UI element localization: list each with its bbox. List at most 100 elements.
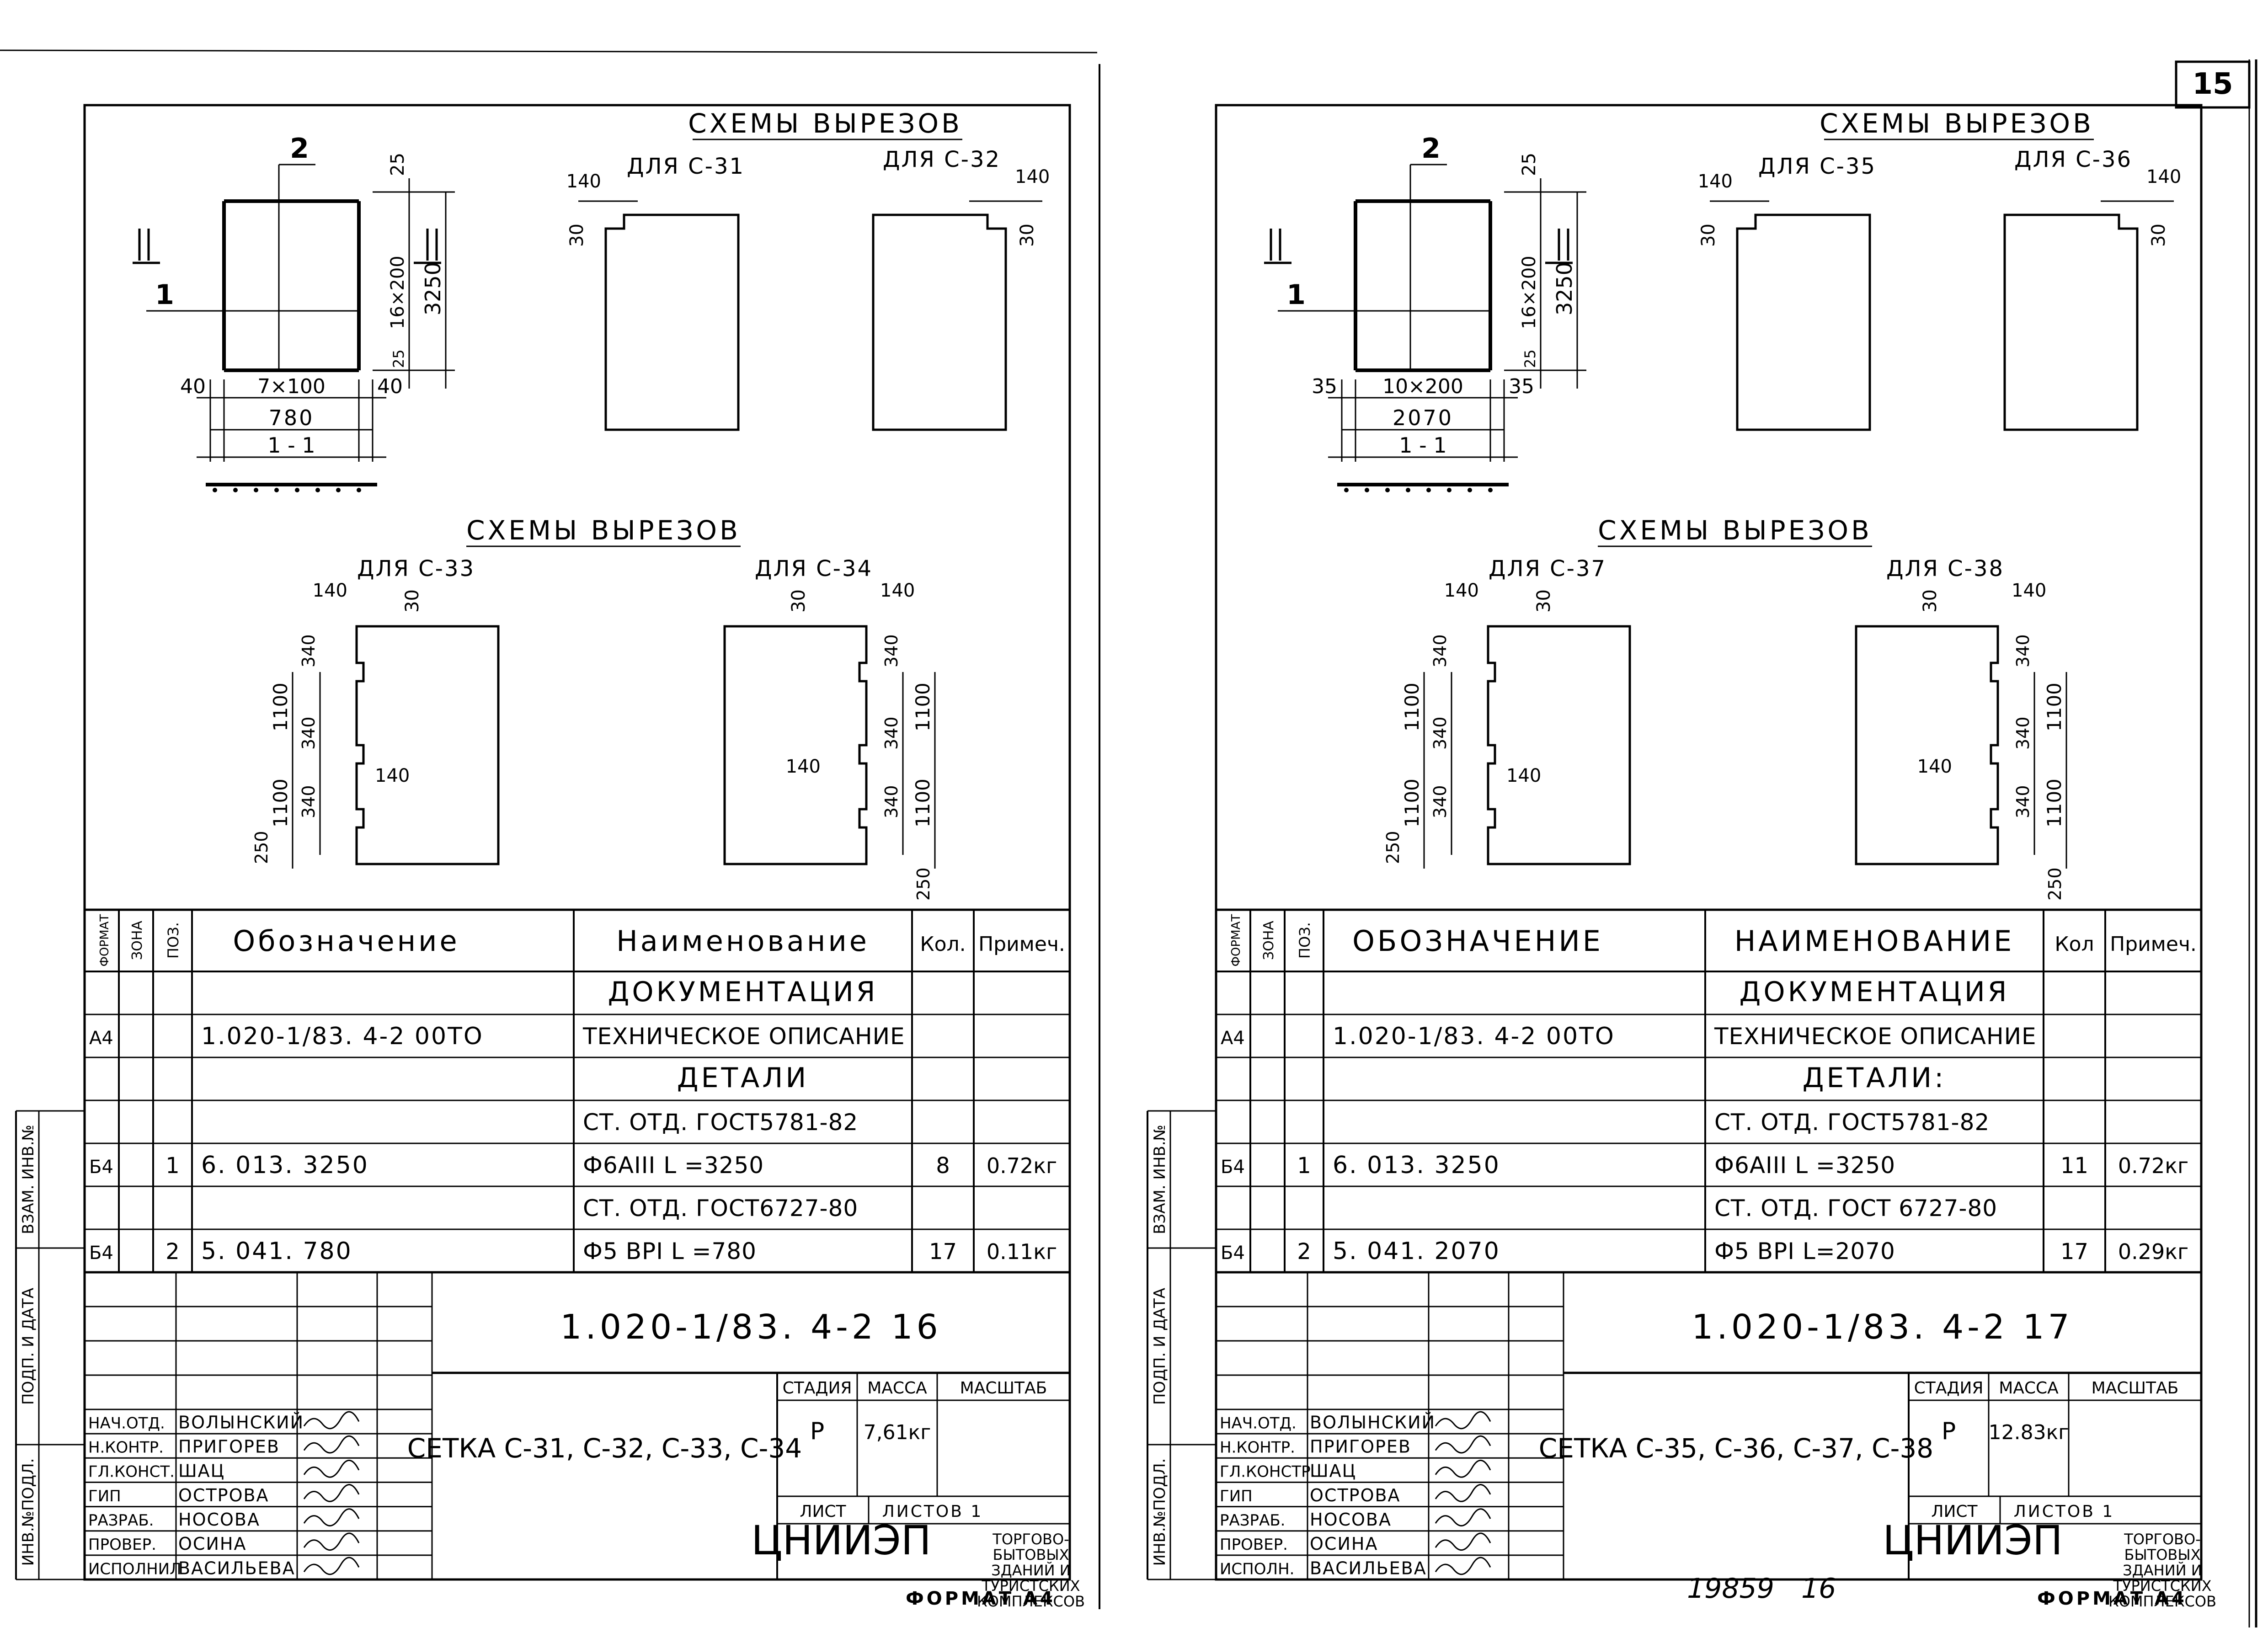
dim-left: 35	[1312, 375, 1337, 398]
cutout-c-dim-1100b: 1100	[269, 779, 292, 827]
org-subtitle: ЗДАНИЙ И	[2123, 1562, 2202, 1579]
signature-scribble	[1435, 1508, 1491, 1526]
signer-name: ВАСИЛЬЕВА	[178, 1558, 295, 1578]
cutout-plate-d	[723, 625, 868, 865]
table-cell-note: 0.72кг	[2118, 1153, 2188, 1178]
cutout-b-dim-h: 30	[1017, 224, 1038, 247]
table-header-zone: ЗОНА	[1261, 921, 1277, 960]
dim-16x200: 16×200	[387, 256, 408, 329]
org-subtitle: ТУРИСТСКИХ	[981, 1577, 1080, 1595]
signer-role: Н.КОНТР.	[1220, 1439, 1295, 1457]
cutout-label-c: ДЛЯ С-33	[357, 556, 475, 582]
cutout-label-b: ДЛЯ С-36	[2014, 147, 2132, 172]
section-dot	[1447, 488, 1452, 492]
dim-3250: 3250	[421, 262, 445, 315]
signer-role: Н.КОНТР.	[88, 1439, 164, 1457]
cutout-plate-b	[872, 213, 1007, 431]
cutout-c-dim-1100a: 1100	[269, 683, 292, 731]
cutout-plate-c	[1487, 625, 1631, 865]
cutout-c-dim-340a: 340	[299, 634, 319, 667]
sheets-count-label: ЛИСТОВ 1	[882, 1502, 983, 1521]
cutout-a-dim-w: 140	[566, 171, 601, 192]
table-cell-format: Б4	[89, 1157, 113, 1178]
signature-scribble	[1435, 1459, 1491, 1478]
sheet-number-box: 15	[2175, 60, 2251, 109]
section-dot	[295, 488, 299, 492]
cutout-d-dim-140: 140	[1917, 756, 1952, 777]
cutout-b-dim-w: 140	[1015, 166, 1050, 187]
signer-role: ГЛ.КОНСТР.	[1220, 1463, 1315, 1481]
signer-name: ОСИНА	[178, 1534, 246, 1554]
signer-role: ИСПОЛНИЛ	[88, 1560, 181, 1578]
signer-name: ОСТРОВА	[1310, 1485, 1401, 1505]
cutout-d-dim-140: 140	[786, 756, 821, 777]
dim-mid: 7×100	[257, 375, 326, 398]
section-label: 1 - 1	[267, 433, 315, 458]
cutout-label-a: ДЛЯ С-31	[627, 154, 745, 179]
cutout-d-dim-340b: 340	[2013, 716, 2033, 750]
cutout-d-dim-340b: 340	[881, 716, 902, 750]
signer-role: ПРОВЕР.	[88, 1536, 156, 1554]
cutout-c-dim-1100b: 1100	[1401, 779, 1423, 827]
cutout-plate-d	[1855, 625, 1999, 865]
table-cell-format: Б4	[89, 1243, 113, 1264]
stamp-inv-repl: ВЗАМ. ИНВ.№	[19, 1125, 37, 1234]
table-header-name: НАИМЕНОВАНИЕ	[1734, 924, 2015, 958]
signer-name: ШАЦ	[1310, 1461, 1356, 1481]
table-header-format: ФОРМАТ	[1229, 914, 1243, 967]
top-edge-line	[0, 49, 1098, 53]
table-cell-note: 0.11кг	[987, 1239, 1057, 1264]
sheet-frame	[1215, 104, 2203, 1581]
stamp-inv-repl: ВЗАМ. ИНВ.№	[1151, 1125, 1169, 1234]
table-cell-pos: 1	[1297, 1153, 1311, 1179]
cutout-d-dim-w: 140	[2012, 580, 2046, 601]
table-header-code: ОБОЗНАЧЕНИЕ	[1352, 924, 1603, 958]
section-dot	[233, 488, 238, 492]
table-cell-code: 5. 041. 780	[201, 1238, 352, 1265]
cutout-c-dim-340b: 340	[1430, 716, 1450, 750]
mesh-mark-2: 2	[290, 133, 309, 165]
cutout-label-d: ДЛЯ С-38	[1886, 556, 2004, 582]
table-cell-note: 0.72кг	[987, 1153, 1057, 1178]
table-cell-name: СТ. ОТД. ГОСТ5781-82	[1714, 1109, 1990, 1136]
table-cell-code: 6. 013. 3250	[201, 1152, 369, 1179]
cutout-c-dim-w: 140	[313, 580, 347, 601]
table-cell-note: 0.29кг	[2118, 1239, 2188, 1264]
format-label: ФОРМАТ А4	[2037, 1588, 2187, 1609]
table-cell-qty: 17	[2060, 1239, 2088, 1265]
format-label: ФОРМАТ А4	[906, 1588, 1056, 1609]
cutout-d-dim-340a: 340	[2013, 634, 2033, 667]
sheet-label: ЛИСТ	[1931, 1502, 1978, 1521]
cutout-c-dim-140: 140	[1506, 765, 1541, 786]
section-dot	[315, 488, 320, 492]
cutout-a-dim-w: 140	[1698, 171, 1733, 192]
cutout-plate-a	[1736, 213, 1871, 431]
signer-role: ГЛ.КОНСТ.	[88, 1463, 175, 1481]
section-dot	[357, 488, 361, 492]
footer-number: 19859	[1687, 1573, 1774, 1605]
cutout-title-bottom: СХЕМЫ ВЫРЕЗОВ	[1598, 515, 1872, 546]
table-cell-name: ТЕХНИЧЕСКОЕ ОПИСАНИЕ	[1714, 1023, 2037, 1050]
org-subtitle: ТОРГОВО-	[2124, 1531, 2200, 1548]
dim-bot-25: 25	[390, 349, 407, 368]
table-cell-code: 6. 013. 3250	[1333, 1152, 1500, 1179]
signature-scribble	[1435, 1435, 1491, 1454]
section-dot	[213, 488, 217, 492]
mass-header: МАССА	[867, 1379, 927, 1398]
section-dot	[1385, 488, 1390, 492]
section-label: 1 - 1	[1399, 433, 1446, 458]
org-name: ЦНИИЭП	[1883, 1517, 2063, 1564]
section-dot	[1365, 488, 1369, 492]
section-dot	[274, 488, 279, 492]
signer-role: ГИП	[1220, 1487, 1253, 1505]
cutout-d-dim-1100b: 1100	[912, 779, 934, 827]
signature-scribble	[303, 1532, 360, 1551]
org-subtitle: БЫТОВЫХ	[2124, 1546, 2200, 1563]
table-header-qty: Кол	[2055, 933, 2094, 956]
cutout-b-dim-h: 30	[2148, 224, 2169, 247]
table-cell-name: ДЕТАЛИ:	[1803, 1062, 1947, 1094]
scale-header: МАСШТАБ	[960, 1379, 1047, 1398]
cutout-a-dim-h: 30	[566, 224, 587, 247]
